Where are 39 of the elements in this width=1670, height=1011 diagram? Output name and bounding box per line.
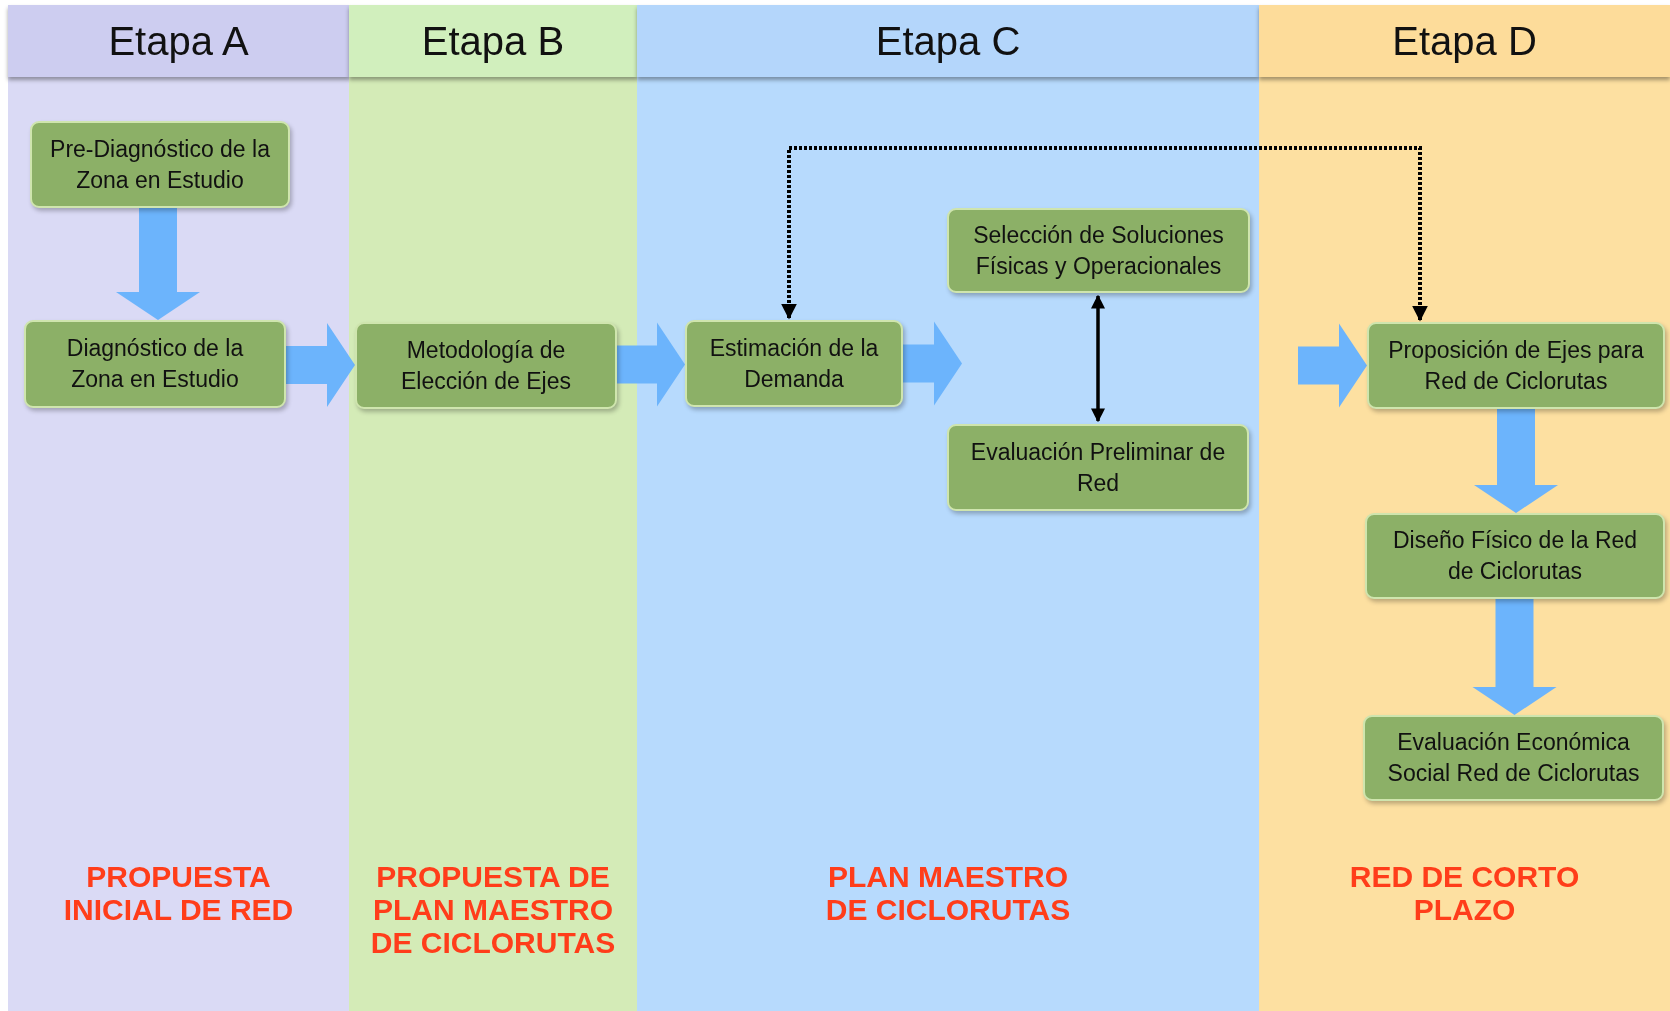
step-label: Diseño Físico de la Red de Ciclorutas [1391,526,1639,586]
process-box [24,320,286,408]
stage-result: PROPUESTA DE PLAN MAESTRO DE CICLORUTAS [369,860,617,959]
process-box [1363,715,1664,801]
stage-column [349,5,637,1011]
block-arrow [286,323,355,407]
stage-heading: Etapa D [1392,18,1537,64]
stage-column [637,5,1259,1011]
process-box [947,424,1249,511]
stage-result: PROPUESTA INICIAL DE RED [62,860,295,926]
stage-column [1259,5,1670,1011]
process-box [685,320,903,407]
arrow [1091,294,1105,423]
process-box [1367,322,1665,409]
step-label: Evaluación Económica Social Red de Ciclorutas [1386,728,1641,788]
stage-result: RED DE CORTO PLAZO [1349,860,1580,926]
step-label: Pre-Diagnóstico de la Zona en Estudio [49,134,271,195]
process-box [1365,513,1665,599]
step-label: Selección de Soluciones Físicas y Operacionales [972,220,1225,281]
block-arrow [1474,409,1558,513]
dotted-arrow [781,146,1428,322]
stage-column [8,5,349,1011]
block-arrow [116,208,200,320]
step-label: Evaluación Preliminar de Red [969,437,1227,498]
stage-result: PLAN MAESTRO DE CICLORUTAS [824,860,1072,926]
step-label: Proposición de Ejes para Red de Ciclorutas [1387,335,1645,396]
block-arrow [1298,323,1367,408]
block-arrow [1472,599,1557,715]
process-box [30,121,290,208]
step-label: Diagnóstico de la Zona en Estudio [65,334,245,394]
stage-heading: Etapa C [875,18,1021,64]
step-label: Metodología de Elección de Ejes [399,335,572,396]
stage-heading: Etapa A [108,18,249,64]
stage-heading: Etapa B [421,18,565,64]
block-arrow [903,321,962,406]
block-arrow [617,322,685,407]
process-box [947,208,1250,293]
process-box [355,322,617,409]
step-label: Estimación de la Demanda [708,333,880,394]
